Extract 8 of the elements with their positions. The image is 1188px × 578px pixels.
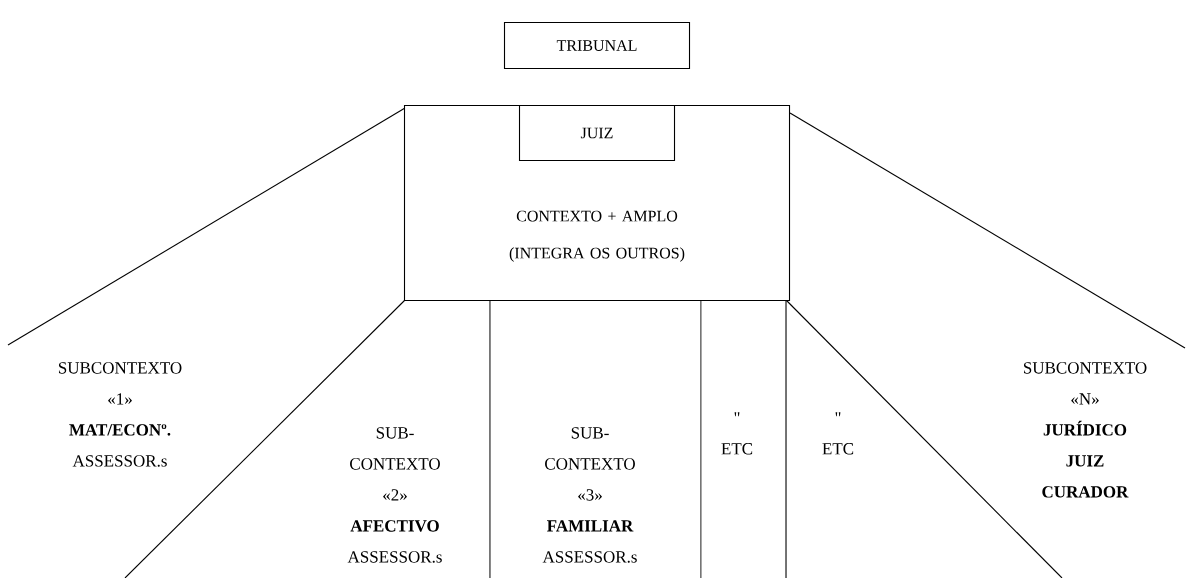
sector-label: SUB- CONTEXTO «2» AFECTIVO ASSESSOR.s bbox=[347, 427, 442, 563]
sector-label: SUB- CONTEXTO «3» FAMILIAR ASSESSOR.s bbox=[542, 427, 637, 563]
sector-label: " ETC bbox=[721, 412, 753, 455]
sector-label: SUBCONTEXTO «N» JURÍDICO JUIZ CURADOR bbox=[1024, 362, 1147, 498]
title-box: TRIBUNAL bbox=[503, 22, 691, 70]
judge-box: JUIZ bbox=[518, 105, 676, 162]
sector-label: " ETC bbox=[822, 412, 854, 455]
sector-label: SUBCONTEXTO «1» MAT/ECONº. ASSESSOR.s bbox=[58, 362, 182, 467]
